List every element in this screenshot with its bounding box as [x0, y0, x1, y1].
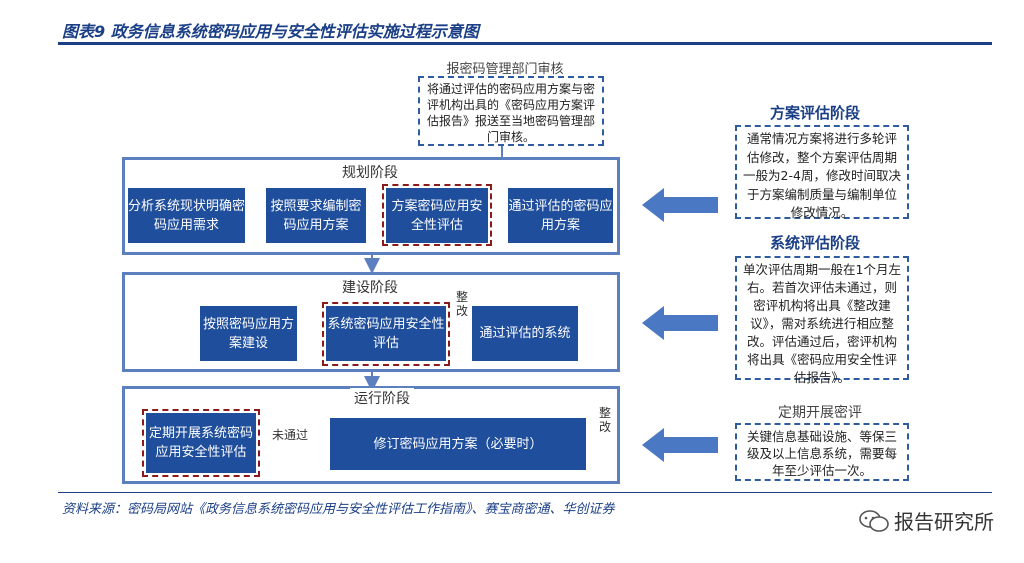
periodic-note: 关键信息基础设施、等保三级及以上信息系统，需要每年至少评估一次。 — [735, 423, 909, 481]
plan-step-compile: 按照要求编制密码应用方案 — [266, 188, 366, 243]
run-highlight — [142, 409, 260, 477]
build-rectify-label: 整改 — [455, 290, 468, 318]
watermark: 报告研究所 — [858, 506, 994, 535]
system-phase-note: 单次评估周期一般在1个月左右。若首次评估未通过，则密评机构将出具《整改建议》，需… — [735, 256, 909, 385]
title-rule — [58, 42, 992, 45]
source-rule — [58, 492, 992, 493]
watermark-text: 报告研究所 — [894, 510, 994, 534]
plan-step-analyze: 分析系统现状明确密码应用需求 — [128, 188, 245, 243]
top-note-header: 报密码管理部门审核 — [446, 62, 564, 77]
system-phase-title: 系统评估阶段 — [770, 234, 861, 252]
build-step-implement: 按照密码应用方案建设 — [200, 306, 297, 361]
build-highlight — [322, 302, 450, 366]
scheme-phase-note: 通常情况方案将进行多轮评估修改，整个方案评估周期一般为2-4周，修改时间取决于方… — [735, 125, 909, 220]
arrow-planning — [642, 188, 718, 222]
scheme-phase-title: 方案评估阶段 — [770, 104, 861, 122]
plan-step-evaluate: 方案密码应用安全性评估 — [386, 188, 488, 243]
run-rectify-label: 整改 — [598, 406, 611, 434]
arrow-construction — [642, 306, 718, 340]
operation-stage-label: 运行阶段 — [350, 388, 414, 408]
arrow-operation — [642, 428, 718, 462]
wechat-icon — [859, 509, 889, 532]
periodic-title: 定期开展密评 — [778, 405, 862, 421]
top-note: 将通过评估的密码应用方案与密评机构出具的《密码应用方案评估报告》报送至当地密码管… — [418, 76, 604, 146]
figure-title: 图表9 政务信息系统密码应用与安全性评估实施过程示意图 — [62, 22, 479, 41]
build-step-approved: 通过评估的系统 — [472, 306, 578, 361]
plan-step-approved: 通过评估的密码应用方案 — [508, 188, 613, 243]
fail-label: 未通过 — [272, 428, 309, 442]
construction-stage-label: 建设阶段 — [338, 277, 402, 297]
planning-stage-label: 规划阶段 — [338, 162, 402, 182]
run-step-periodic: 定期开展系统密码应用安全性评估 — [146, 413, 256, 473]
run-step-revise: 修订密码应用方案（必要时） — [330, 418, 586, 470]
build-step-evaluate: 系统密码应用安全性评估 — [326, 306, 446, 361]
source-text: 资料来源：密码局网站《政务信息系统密码应用与安全性评估工作指南》、赛宝商密通、华… — [62, 502, 615, 517]
plan-highlight — [382, 184, 492, 246]
